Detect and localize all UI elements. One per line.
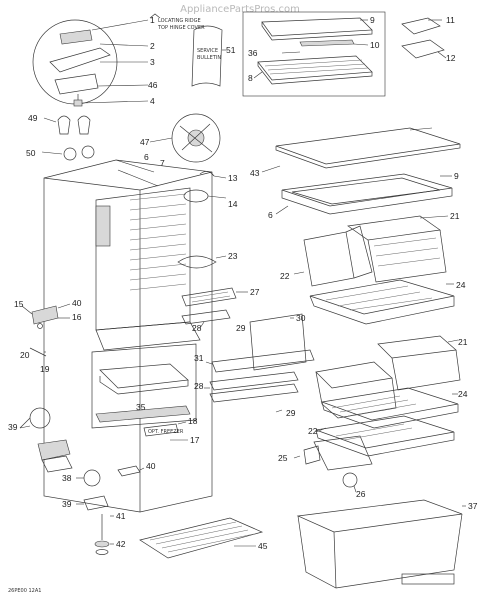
- shelf-inset-box: [242, 11, 386, 97]
- light-socket-parts: [177, 171, 227, 269]
- freezer-basket: [296, 499, 466, 589]
- callout-50: 50: [26, 148, 36, 158]
- callout-12: 12: [446, 53, 456, 63]
- callout-8: 8: [248, 73, 253, 83]
- callout-23: 23: [228, 251, 238, 261]
- callout-7-cabinet: 7: [160, 158, 165, 168]
- callout-28-lower: 28: [194, 381, 204, 391]
- callout-28-upper: 28: [192, 323, 202, 333]
- callout-31: 31: [194, 353, 204, 363]
- callout-49: 49: [28, 113, 38, 123]
- hinge-cover-callout: LOCATING RIDGE TOP HINGE COVER: [149, 13, 205, 31]
- callout-24-upper: 24: [456, 280, 466, 290]
- callout-26: 26: [356, 489, 366, 499]
- crisper-drawers-lower: [313, 335, 461, 471]
- callout-24-lower: 24: [458, 389, 468, 399]
- refrigerator-cabinet: [43, 159, 213, 513]
- option-tag: OPT. FREEZER: [143, 421, 188, 441]
- callout-9-shelf: 9: [454, 171, 459, 181]
- callout-16: 16: [72, 312, 82, 322]
- callout-6-cabinet: 6: [144, 152, 149, 162]
- callout-42: 42: [116, 539, 126, 549]
- drawer-cover-lower: [309, 279, 455, 325]
- callout-21-lower: 21: [458, 337, 468, 347]
- callout-25: 25: [278, 453, 288, 463]
- callout-22-lower: 22: [308, 426, 318, 436]
- callout-17: 17: [190, 435, 200, 445]
- callout-19: 19: [40, 364, 50, 374]
- shelf-bracket-parts: [401, 17, 447, 59]
- leveling-leg-parts: [76, 465, 145, 555]
- crisper-cover-rails: [181, 287, 248, 329]
- crisper-drawers-upper: [293, 215, 449, 287]
- callout-36: 36: [248, 48, 258, 58]
- callout-labels: 1 2 3 46 4 51 9 10 36 8 11 12 49 50 47 6…: [8, 15, 478, 594]
- option-tag-text: OPT. FREEZER: [148, 429, 184, 435]
- callout-30: 30: [296, 313, 306, 323]
- drawing-reference: 26PE00 12A1: [8, 588, 41, 594]
- callout-21-upper: 21: [450, 211, 460, 221]
- callout-15: 15: [14, 299, 24, 309]
- callout-29-upper: 29: [236, 323, 246, 333]
- locating-ridge-note: LOCATING RIDGE: [158, 18, 201, 24]
- service-bulletin-sheet: SERVICE BULLETIN: [191, 25, 226, 87]
- callout-27: 27: [250, 287, 260, 297]
- callout-20: 20: [20, 350, 30, 360]
- drawer-hardware: [293, 445, 358, 493]
- callout-22-upper: 22: [280, 271, 290, 281]
- fan-light-detail: [149, 113, 221, 163]
- callout-29-lower: 29: [286, 408, 296, 418]
- door-hinge-parts: [41, 115, 95, 161]
- bottom-hinge-assembly: [19, 407, 73, 473]
- callout-10: 10: [370, 40, 380, 50]
- callout-3: 3: [150, 57, 155, 67]
- callout-46: 46: [148, 80, 158, 90]
- callout-38: 38: [62, 473, 72, 483]
- callout-43: 43: [250, 168, 260, 178]
- callout-9-top: 9: [370, 15, 375, 25]
- lower-drawer-rails: [204, 349, 315, 413]
- callout-6-shelf: 6: [268, 210, 273, 220]
- callout-37: 37: [468, 501, 478, 511]
- callout-39-upper: 39: [8, 422, 18, 432]
- glass-shelf-frame: [275, 173, 453, 215]
- callout-18: 18: [188, 416, 198, 426]
- callout-35: 35: [136, 402, 146, 412]
- callout-40-lower: 40: [146, 461, 156, 471]
- callout-45: 45: [258, 541, 268, 551]
- watermark: AppliancePartsPros.com: [180, 4, 300, 15]
- callout-51: 51: [226, 45, 236, 55]
- callout-14: 14: [228, 199, 238, 209]
- callout-39-lower: 39: [62, 499, 72, 509]
- callout-2: 2: [150, 41, 155, 51]
- left-hinge-bracket: [21, 303, 71, 357]
- drawer-front-panel: [249, 313, 307, 371]
- toe-grille: [139, 517, 264, 559]
- glass-shelf-upper: [261, 127, 461, 173]
- callout-47: 47: [140, 137, 150, 147]
- callout-40-upper: 40: [72, 298, 82, 308]
- service-note: SERVICE: [197, 48, 218, 54]
- top-hinge-cover-note: TOP HINGE COVER: [157, 25, 205, 31]
- callout-13: 13: [228, 173, 238, 183]
- callout-11: 11: [446, 15, 455, 25]
- top-hinge-detail: [32, 19, 149, 107]
- bulletin-note: BULLETIN: [197, 55, 221, 61]
- callout-41: 41: [116, 511, 126, 521]
- callout-4: 4: [150, 96, 155, 106]
- callout-1: 1: [150, 15, 155, 25]
